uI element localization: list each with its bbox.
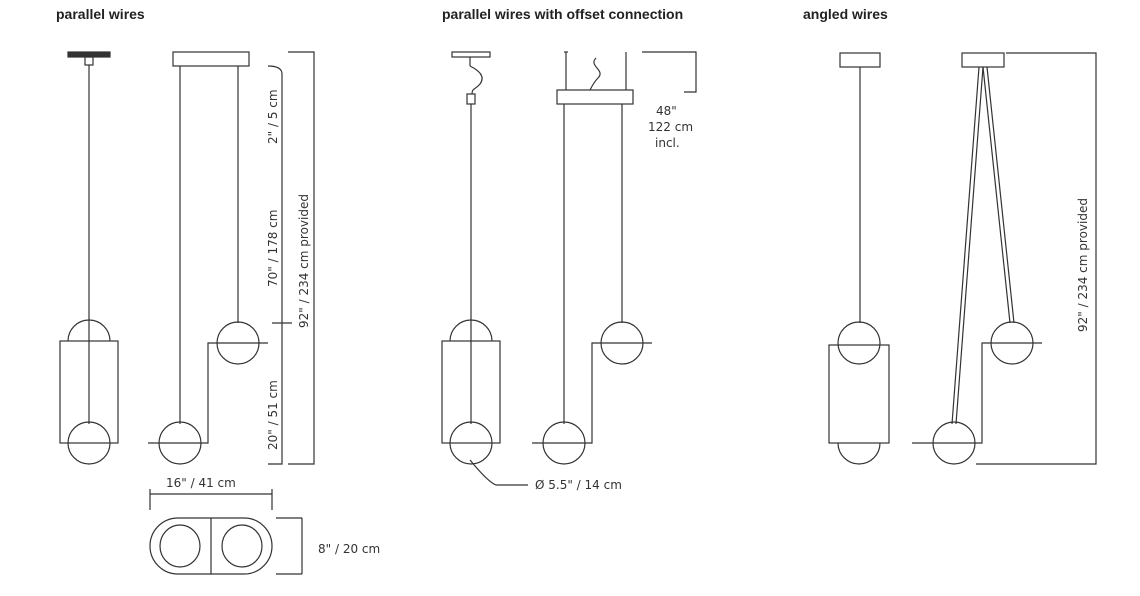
parallel-dimension-lines [267, 51, 315, 465]
dim-lead-incl: incl. [655, 136, 680, 150]
angled-side-view [912, 52, 1042, 465]
dim-lead-cm: 122 cm [648, 120, 693, 134]
offset-front-view [441, 51, 501, 465]
offset-side-view [532, 51, 652, 465]
parallel-top-view [149, 489, 303, 575]
dim-width: 16" / 41 cm [166, 476, 236, 490]
dim-fixture-height: 20" / 51 cm [266, 380, 280, 450]
heading-angled-wires: angled wires [803, 6, 888, 22]
heading-parallel-wires: parallel wires [56, 6, 145, 22]
angled-front-view [828, 52, 890, 465]
parallel-front-view [59, 51, 119, 465]
dim-lead-inch: 48" [656, 104, 677, 118]
dim-globe-diameter: Ø 5.5" / 14 cm [535, 478, 622, 492]
dim-total-provided-left: 92" / 234 cm provided [297, 194, 311, 328]
parallel-side-view [148, 51, 268, 465]
angled-dimension-lines [976, 52, 1097, 465]
dim-canopy-height: 2" / 5 cm [266, 89, 280, 144]
dim-cable-length: 70" / 178 cm [266, 210, 280, 287]
offset-dimension-lines [469, 51, 697, 486]
dim-depth: 8" / 20 cm [318, 542, 380, 556]
heading-offset-connection: parallel wires with offset connection [442, 6, 684, 22]
dim-total-provided-right: 92" / 234 cm provided [1076, 198, 1090, 332]
